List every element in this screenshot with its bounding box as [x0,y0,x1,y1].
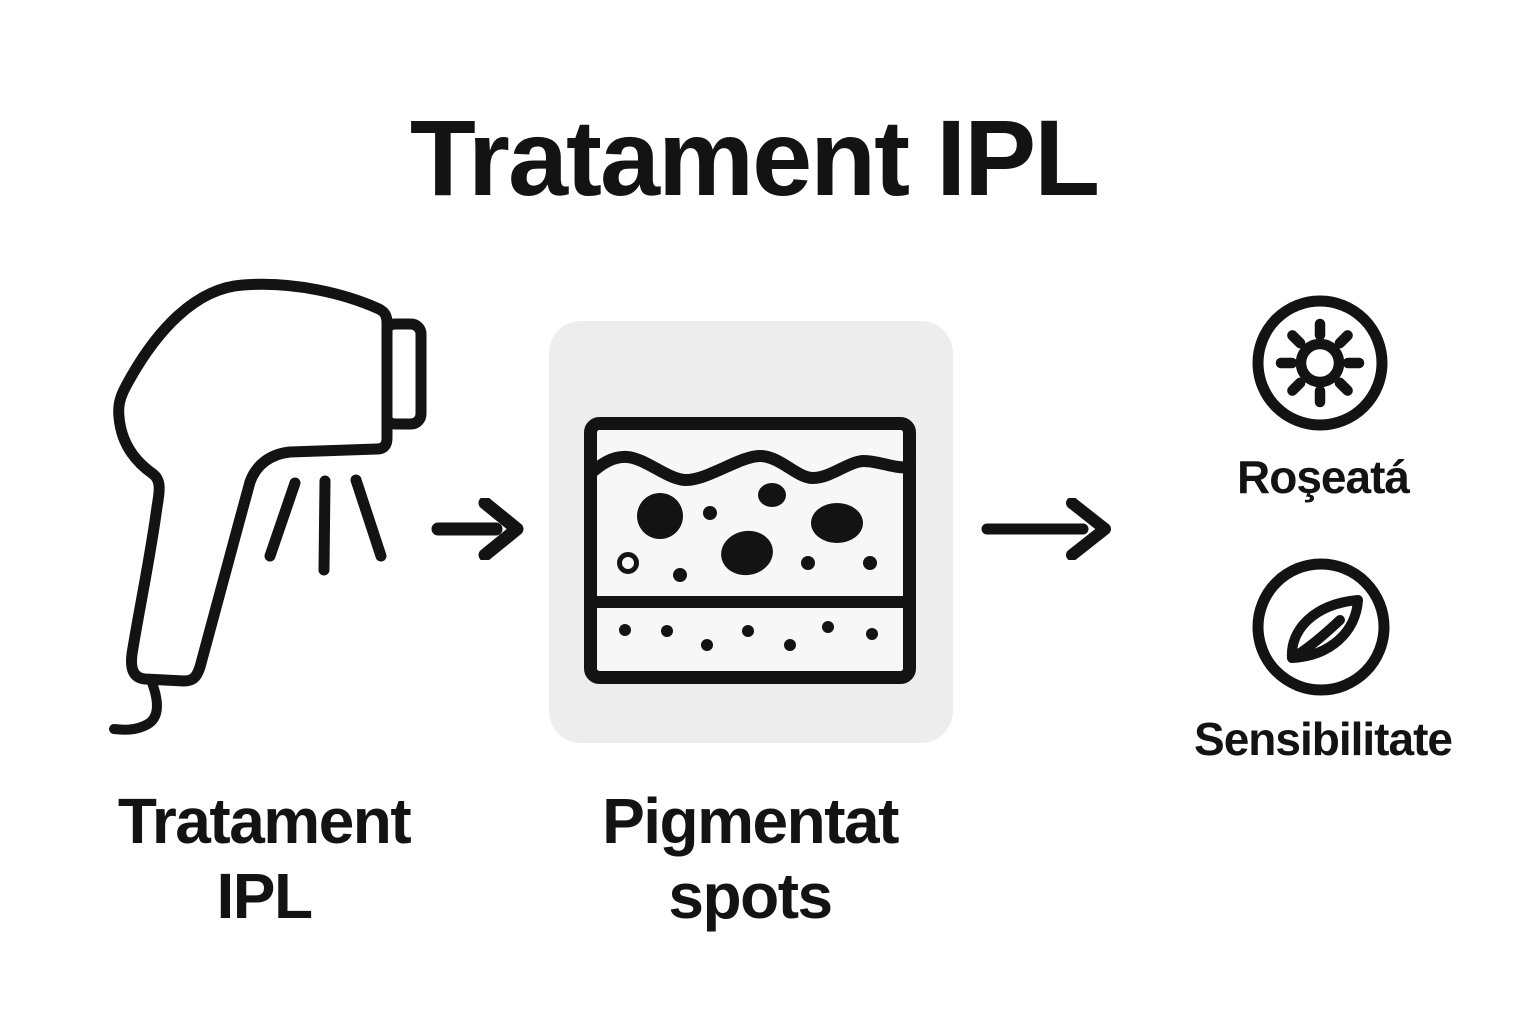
arrow-right-icon [430,498,524,560]
step2-label-line2: spots [668,860,833,932]
sun-icon [1252,295,1388,431]
step1-label: Tratament IPL [64,784,464,934]
step1-label-line2: IPL [216,860,313,932]
page-title: Tratament IPL [409,97,1100,218]
arrow-right-icon [979,498,1111,560]
leaf-icon [1252,558,1390,696]
effect-redness-label: Roşeatá [1237,451,1410,503]
skin-panel [549,321,953,743]
step1-label-line1: Tratament [117,785,412,857]
skin-pigment-spots-icon [583,416,917,685]
effect-sensitivity-label: Sensibilitate [1194,713,1453,765]
step2-label-line1: Pigmentat [602,785,899,857]
ipl-device-icon [98,268,438,748]
step2-label: Pigmentat spots [550,784,950,934]
